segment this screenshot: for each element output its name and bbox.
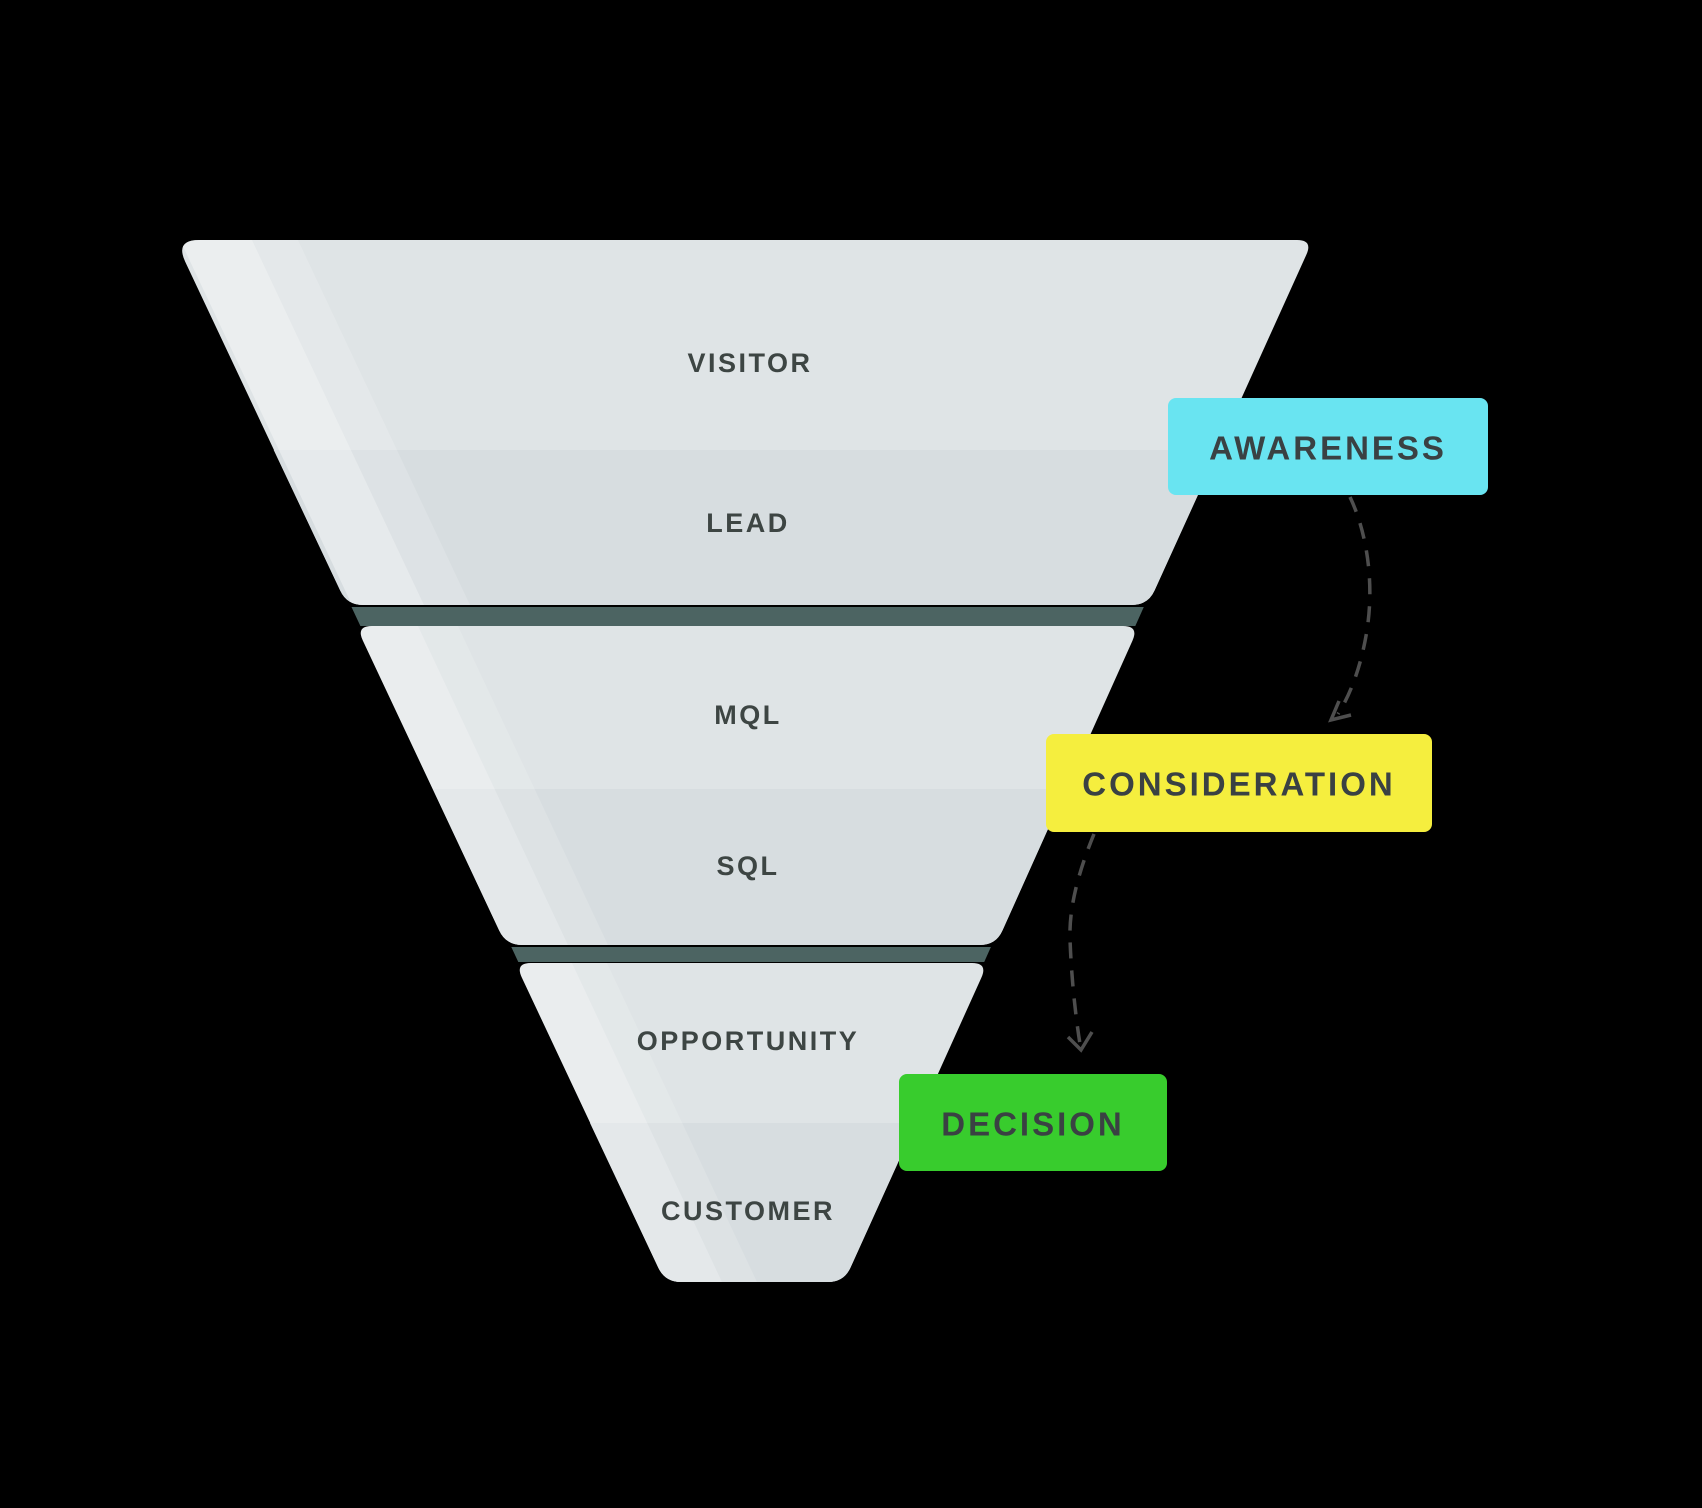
- stage-label-customer: CUSTOMER: [661, 1196, 835, 1226]
- stage-label-visitor: VISITOR: [687, 348, 812, 378]
- stage-label-sql: SQL: [716, 851, 779, 881]
- arrow1-curve: [1336, 496, 1372, 715]
- consideration-badge-background: [1046, 734, 1432, 832]
- funnel-segment-awareness: VISITOR LEAD: [182, 240, 1309, 605]
- stage-label-mql: MQL: [714, 700, 782, 730]
- segment3-lower-band: [590, 1123, 916, 1282]
- decision-label: DECISION: [941, 1106, 1125, 1143]
- funnel-divider-2: [511, 947, 991, 962]
- arrow1-head-icon: [1328, 700, 1352, 723]
- funnel-segment-consideration: MQL SQL: [360, 626, 1135, 945]
- phase-badge-awareness: AWARENESS: [1168, 398, 1488, 495]
- arrow2-curve: [1068, 833, 1096, 1045]
- phase-badge-consideration: CONSIDERATION: [1046, 734, 1432, 832]
- funnel-divider-1: [351, 607, 1144, 626]
- awareness-label: AWARENESS: [1209, 430, 1447, 467]
- stage-label-lead: LEAD: [706, 508, 790, 538]
- segment2-lower-band: [433, 789, 1066, 945]
- arrow-awareness-to-consideration: [1328, 496, 1372, 723]
- consideration-label: CONSIDERATION: [1082, 766, 1395, 803]
- segment3-sheen: [519, 963, 757, 1282]
- decision-badge-background: [899, 1074, 1167, 1171]
- funnel-segment-decision: OPPORTUNITY CUSTOMER: [519, 963, 984, 1282]
- segment1-lower-band: [273, 450, 1219, 605]
- segment1-sheen: [182, 240, 470, 605]
- segment2-sheen: [360, 626, 608, 945]
- arrow-consideration-to-decision: [1066, 833, 1096, 1053]
- phase-badge-decision: DECISION: [899, 1074, 1167, 1171]
- awareness-badge-background: [1168, 398, 1488, 495]
- stage-label-opportunity: OPPORTUNITY: [637, 1026, 860, 1056]
- arrow2-head-icon: [1066, 1031, 1094, 1053]
